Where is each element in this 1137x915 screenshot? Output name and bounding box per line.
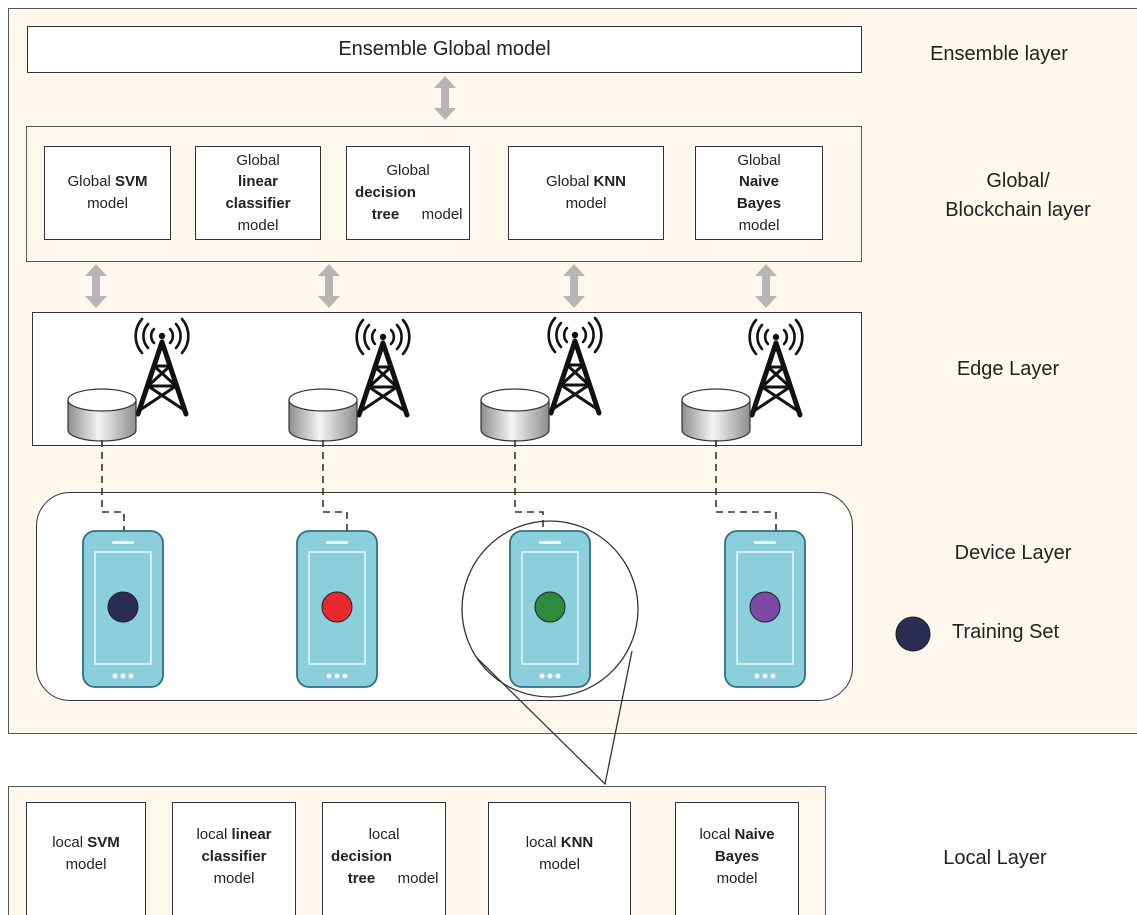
edge-layer-label: Edge Layer bbox=[956, 358, 1060, 380]
local-knn-name: KNN bbox=[560, 834, 594, 852]
connector-3 bbox=[514, 440, 544, 532]
ensemble-global-model-label: Ensemble Global model bbox=[338, 38, 551, 60]
local-knn-prefix: local bbox=[525, 834, 561, 852]
global-linear-prefix: Global bbox=[236, 151, 280, 169]
device-layer-label: Device Layer bbox=[954, 542, 1072, 564]
database-icon-1 bbox=[67, 388, 137, 442]
local-linear-name: linear classifier bbox=[201, 826, 272, 866]
database-icon-3 bbox=[480, 388, 550, 442]
connector-4 bbox=[715, 440, 777, 532]
local-nb-name: Naive Bayes bbox=[714, 826, 775, 866]
global-nb-prefix: Global bbox=[737, 151, 781, 169]
tower-icon-2 bbox=[357, 320, 410, 415]
ensemble-layer-label: Ensemble layer bbox=[930, 43, 1068, 65]
ensemble-global-arrow bbox=[434, 76, 456, 120]
local-linear-suffix: model bbox=[213, 869, 255, 887]
global-layer-label-line1: Global/ bbox=[986, 170, 1050, 192]
local-layer-label: Local Layer bbox=[943, 847, 1047, 869]
global-knn-prefix: Global bbox=[545, 173, 594, 191]
edge-arrow-1 bbox=[85, 264, 107, 308]
local-linear-prefix: local bbox=[196, 826, 232, 844]
global-svm-suffix: model bbox=[87, 195, 128, 212]
local-linear-classifier-model-box: local linear classifier model bbox=[172, 802, 296, 915]
tower-icon-4 bbox=[750, 320, 803, 415]
global-layer-label-line2: Blockchain layer bbox=[945, 199, 1091, 221]
global-dtree-prefix: Global bbox=[386, 162, 430, 180]
connector-2 bbox=[322, 440, 348, 532]
training-set-dot-2 bbox=[321, 591, 353, 623]
global-blockchain-layer-label: Global/ Blockchain layer bbox=[918, 167, 1118, 225]
local-naive-bayes-model-box: local Naive Bayes model bbox=[675, 802, 799, 915]
local-svm-model-box: local SVM model bbox=[26, 802, 146, 915]
global-knn-model-box: Global KNN model bbox=[508, 146, 664, 240]
local-dtree-prefix: local bbox=[368, 826, 400, 844]
local-svm-suffix: model bbox=[65, 856, 107, 873]
global-svm-prefix: Global bbox=[67, 173, 115, 191]
training-set-dot-3 bbox=[534, 591, 566, 623]
global-knn-suffix: model bbox=[565, 195, 607, 212]
global-dtree-name: decision tree bbox=[355, 184, 416, 223]
global-nb-suffix: model bbox=[738, 216, 780, 234]
edge-arrow-3 bbox=[563, 264, 585, 308]
global-linear-name: linear classifier bbox=[225, 173, 291, 212]
training-set-dot-1 bbox=[107, 591, 139, 623]
edge-arrow-2 bbox=[318, 264, 340, 308]
zoom-circle bbox=[461, 520, 639, 698]
edge-arrow-4 bbox=[755, 264, 777, 308]
global-svm-model-box: Global SVM model bbox=[44, 146, 171, 240]
global-knn-name: KNN bbox=[593, 173, 627, 191]
global-linear-suffix: model bbox=[237, 216, 279, 234]
global-decision-tree-model-box: Global decision tree model bbox=[346, 146, 470, 240]
legend-dot bbox=[895, 616, 931, 652]
local-svm-prefix: local bbox=[52, 834, 88, 852]
local-knn-model-box: local KNN model bbox=[488, 802, 631, 915]
zoom-lines bbox=[475, 650, 633, 786]
global-dtree-suffix: model bbox=[421, 205, 463, 223]
ensemble-global-model-box: Ensemble Global model bbox=[27, 26, 862, 73]
local-nb-suffix: model bbox=[716, 869, 758, 887]
legend-label: Training Set bbox=[952, 621, 1060, 643]
local-decision-tree-model-box: local decision tree model bbox=[322, 802, 446, 915]
local-nb-prefix: local bbox=[699, 826, 735, 844]
global-nb-name: Naive Bayes bbox=[736, 173, 782, 212]
local-knn-suffix: model bbox=[539, 856, 580, 873]
local-dtree-suffix: model bbox=[397, 869, 439, 887]
global-linear-classifier-model-box: Global linear classifier model bbox=[195, 146, 321, 240]
device-layer-box bbox=[36, 492, 853, 701]
training-set-dot-4 bbox=[749, 591, 781, 623]
database-icon-2 bbox=[288, 388, 358, 442]
tower-icon-1 bbox=[136, 319, 189, 414]
tower-icon-3 bbox=[549, 318, 602, 413]
connector-1 bbox=[101, 440, 125, 532]
local-dtree-name: decision tree bbox=[331, 848, 392, 887]
database-icon-4 bbox=[681, 388, 751, 442]
global-svm-name: SVM bbox=[115, 173, 148, 191]
local-svm-name: SVM bbox=[87, 834, 120, 852]
